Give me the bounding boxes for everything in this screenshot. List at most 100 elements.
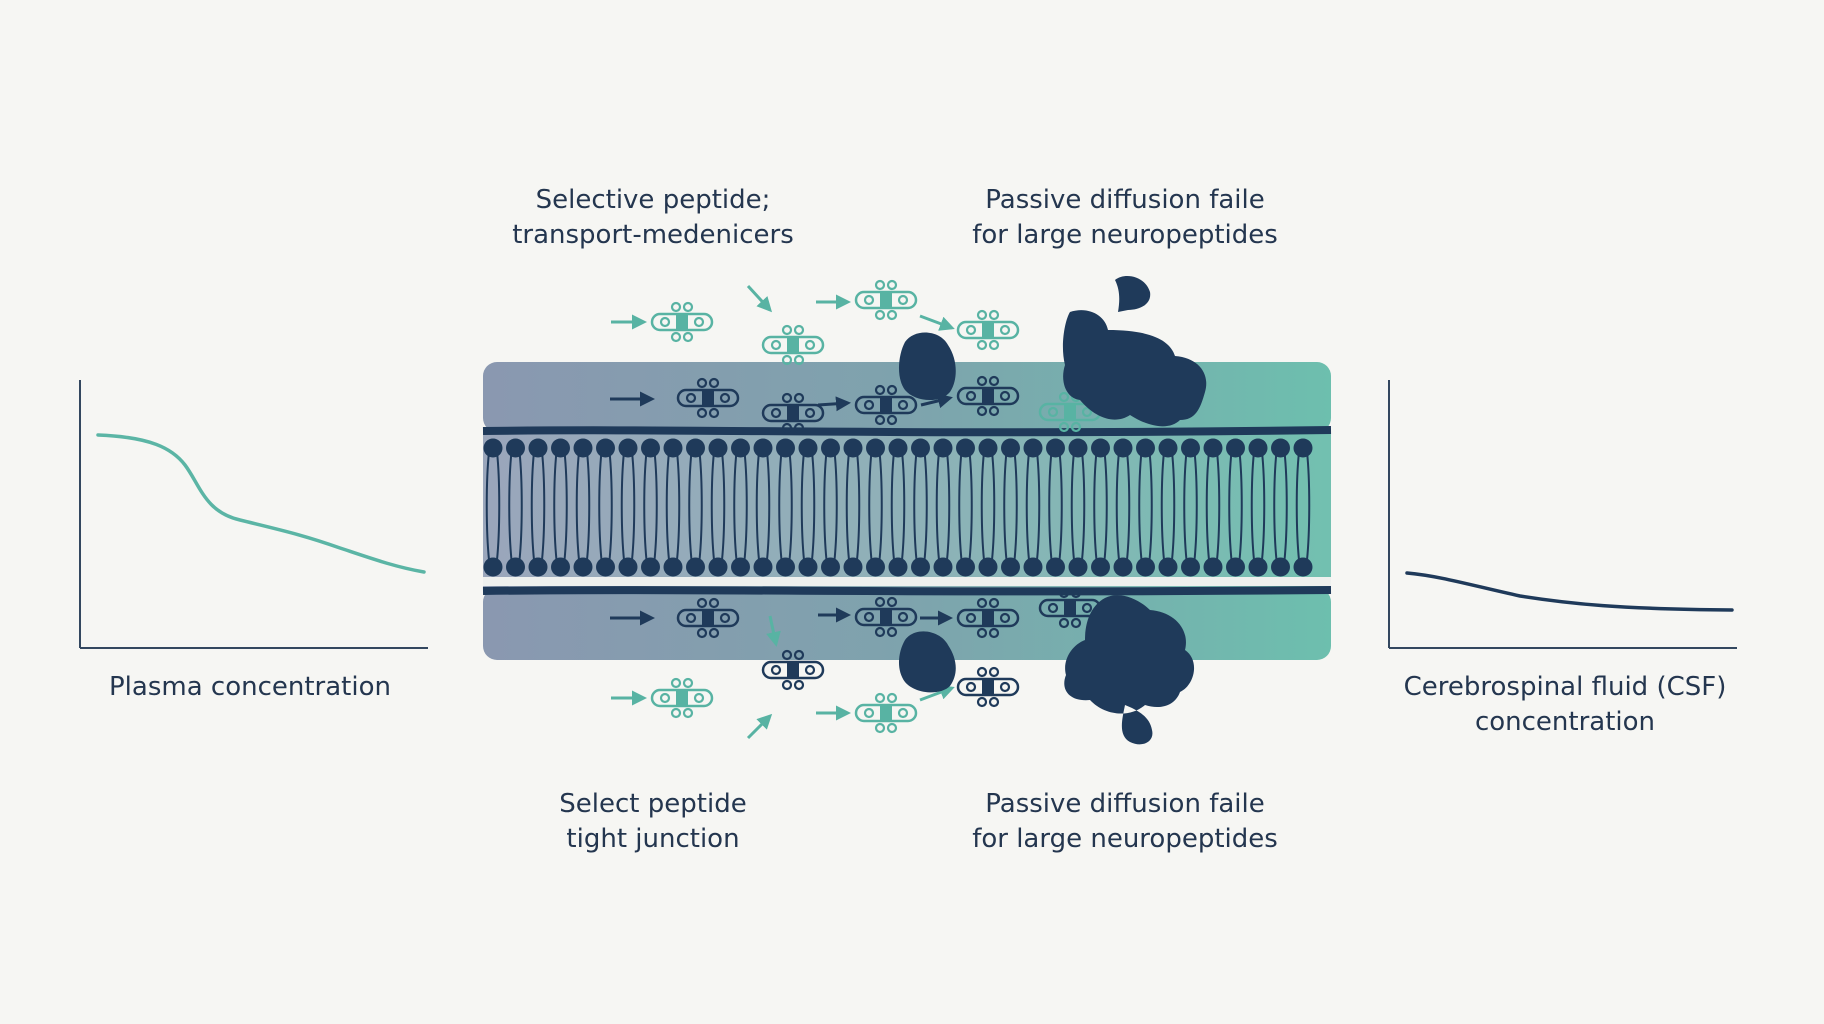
lipid-tail <box>845 451 861 561</box>
peptide-molecule-icon <box>761 324 825 366</box>
lipid-tail <box>823 451 838 561</box>
lipid-tail <box>1273 451 1288 561</box>
lipid-head-bottom <box>1248 557 1268 577</box>
label-line: Plasma concentration <box>109 672 391 702</box>
lipid-head-top <box>483 438 503 458</box>
lipid-head-top <box>1046 438 1065 458</box>
lipid-head-top <box>686 438 705 458</box>
lipid-head-bottom <box>1203 557 1223 577</box>
peptide-molecule-icon <box>956 375 1020 417</box>
lipid-tail <box>1115 451 1131 561</box>
lipid-head-bottom <box>1068 557 1088 577</box>
lipid-tail <box>643 451 658 561</box>
label-line: transport-medenicers <box>512 220 794 250</box>
lipid-head-top <box>1271 438 1290 458</box>
lipid-tail <box>1048 451 1063 561</box>
lipid-head-bottom <box>731 557 750 577</box>
label-line: Passive diffusion faile <box>985 789 1265 819</box>
lipid-tail <box>1228 451 1243 561</box>
membrane-boundary-bottom <box>482 586 1332 596</box>
lipid-head-top <box>1023 438 1043 458</box>
label-select-peptide-tight-junction: Select peptide tight junction <box>500 787 806 857</box>
lipid-tail <box>598 451 613 561</box>
lipid-head-top <box>911 438 930 458</box>
peptide-molecule-icon <box>854 596 918 638</box>
lipid-head-top <box>1068 438 1088 458</box>
lipid-head-top <box>731 438 750 458</box>
lipid-head-bottom <box>866 557 885 577</box>
lipid-head-bottom <box>708 557 728 577</box>
lipid-tail <box>1183 451 1198 561</box>
lipid-tail <box>755 451 771 561</box>
lipid-head-bottom <box>843 557 863 577</box>
lipid-head-bottom <box>1181 557 1200 577</box>
lipid-head-top <box>1136 438 1155 458</box>
lipid-tail <box>958 451 973 561</box>
lipid-tail <box>778 451 793 561</box>
transport-arrow-icon <box>919 685 955 702</box>
lipid-head-top <box>663 438 683 458</box>
large-neuropeptide-blob <box>898 631 956 693</box>
lipid-head-top <box>618 438 638 458</box>
lipid-head-bottom <box>1113 557 1133 577</box>
plasma-concentration-graph <box>79 380 428 649</box>
lipid-head-top <box>1158 438 1178 458</box>
lipid-tail <box>890 451 906 561</box>
lipid-tail <box>620 451 636 561</box>
csf-concentration-graph <box>1388 380 1737 649</box>
membrane-boundary-top <box>482 426 1332 437</box>
lipid-head-bottom <box>1226 557 1245 577</box>
lipid-head-top <box>821 438 840 458</box>
lipid-tail <box>1295 451 1311 561</box>
lipid-head-bottom <box>618 557 638 577</box>
lipid-head-top <box>596 438 615 458</box>
lipid-head-bottom <box>528 557 548 577</box>
lipid-head-bottom <box>1293 557 1313 577</box>
lipid-head-top <box>933 438 953 458</box>
transport-arrow-icon <box>920 393 953 409</box>
large-neuropeptide-blob <box>1064 595 1195 745</box>
lipid-tail <box>1138 451 1153 561</box>
lipid-head-top <box>573 438 593 458</box>
label-line: tight junction <box>566 824 740 854</box>
peptide-molecule-icon <box>854 384 918 426</box>
transport-arrow-icon <box>746 713 773 740</box>
lipid-head-top <box>866 438 885 458</box>
lipid-head-top <box>1203 438 1223 458</box>
lipid-head-top <box>1293 438 1313 458</box>
lipid-head-bottom <box>821 557 840 577</box>
lipid-head-top <box>1091 438 1110 458</box>
lipid-tail <box>980 451 996 561</box>
lipid-tail <box>1205 451 1221 561</box>
lipid-head-bottom <box>753 557 773 577</box>
peptide-molecule-icon <box>676 377 740 419</box>
lipid-tail <box>800 451 816 561</box>
lipid-head-bottom <box>1091 557 1110 577</box>
peptide-molecule-icon <box>956 309 1020 351</box>
large-neuropeptides <box>898 276 1207 745</box>
label-line: Passive diffusion faile <box>985 185 1265 215</box>
peptide-molecule-icon <box>761 649 825 691</box>
lipid-head-bottom <box>776 557 795 577</box>
lipid-bilayer <box>483 438 1313 577</box>
lipid-head-bottom <box>956 557 975 577</box>
lipid-head-top <box>1226 438 1245 458</box>
lipid-tail <box>1070 451 1086 561</box>
label-csf-concentration: Cerebrospinal fluid (CSF) concentration <box>1375 670 1755 740</box>
lipid-head-bottom <box>573 557 593 577</box>
lipid-tail <box>733 451 748 561</box>
lipid-tail <box>1160 451 1176 561</box>
transport-arrow-icon <box>746 284 773 313</box>
lipid-head-top <box>528 438 548 458</box>
lipid-tail <box>1025 451 1041 561</box>
label-line: for large neuropeptides <box>972 220 1278 250</box>
lipid-head-top <box>753 438 773 458</box>
peptide-molecule-icon <box>956 666 1020 708</box>
lipid-tail <box>530 451 546 561</box>
csf-curve <box>1405 571 1734 612</box>
lipid-head-bottom <box>1158 557 1178 577</box>
lipid-head-bottom <box>1271 557 1290 577</box>
lipid-head-top <box>641 438 660 458</box>
lipid-tail <box>1003 451 1018 561</box>
